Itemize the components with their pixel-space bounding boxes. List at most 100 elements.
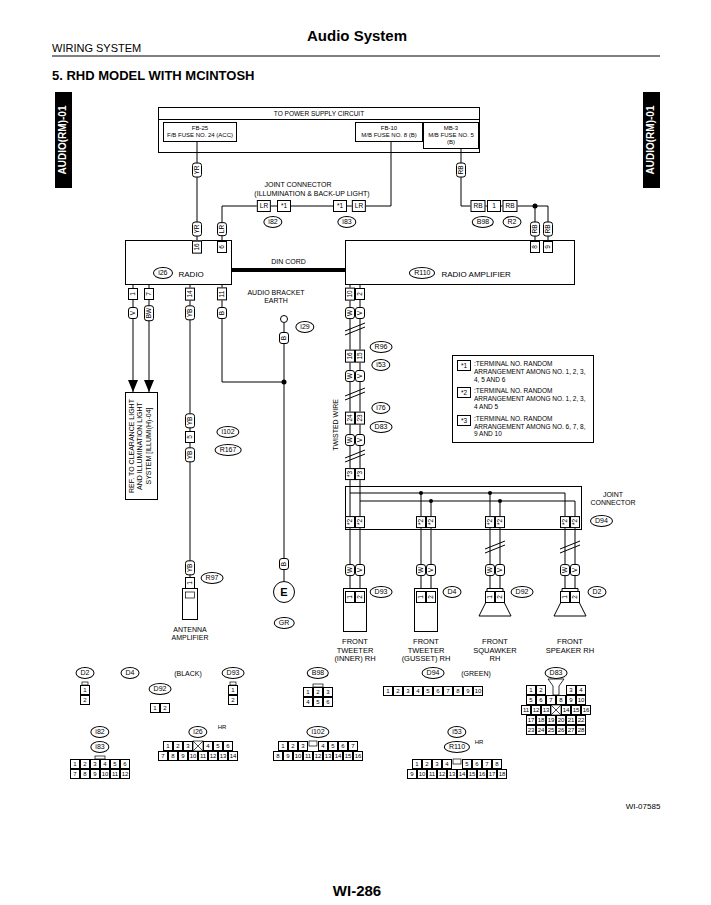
pin-number: 24: [345, 411, 355, 424]
connector-pin: 8: [492, 759, 502, 769]
node-text: ANTENNA AMPLIFIER: [160, 626, 220, 642]
pin-number: 7: [144, 288, 154, 300]
connector-pin: 8: [453, 686, 463, 696]
connector-id: R96: [370, 341, 393, 353]
din-cord: [232, 268, 345, 272]
wire: [490, 530, 491, 588]
pin-number: *3: [355, 468, 365, 480]
connector-pin: 10: [100, 769, 110, 779]
connector-pin: 4: [442, 759, 452, 769]
connector-pin: 2: [288, 741, 298, 751]
connector-pin: 6: [223, 741, 233, 751]
pin-number: *2: [355, 516, 365, 528]
wire-color-code: V: [355, 564, 365, 576]
section-tab: [55, 92, 72, 188]
connector-pin: 13: [218, 751, 228, 761]
node-text: E: [280, 587, 287, 598]
joint-housing: [345, 486, 582, 530]
connector-pin: 8: [556, 695, 566, 705]
pin-number: 11: [217, 288, 227, 301]
wire-color-code: V: [128, 307, 138, 319]
connector-pin: 9: [407, 769, 417, 779]
connector-id: D2: [76, 667, 95, 679]
connector-pin: 11: [521, 705, 531, 715]
connector-pin: 12: [437, 769, 447, 779]
node-text: M/B FUSE NO. 8 (B): [357, 132, 421, 139]
pin-number: 14: [185, 287, 195, 300]
amplifier-unit: R110RADIO AMPLIFIER: [345, 240, 575, 285]
connector-pin: 3: [403, 686, 413, 696]
wire: [535, 206, 548, 240]
connector-pin: 3: [90, 759, 100, 769]
connector-pin: 6: [536, 695, 546, 705]
connector-pin: 7: [546, 695, 556, 705]
node-text: RADIO AMPLIFIER: [441, 270, 510, 280]
pin-number: 1: [416, 591, 426, 603]
speaker-cone: [554, 589, 586, 617]
node-text: FB-10: [357, 125, 421, 132]
connector-pin: 7: [70, 769, 80, 779]
wire: [360, 530, 575, 588]
connector-pin: 2: [80, 695, 90, 705]
connector-pin: 10: [576, 695, 586, 705]
connector-pin: 12: [313, 751, 323, 761]
speaker: FRONT TWEETER (GUSSET) RH: [394, 588, 458, 664]
page-number: WI-286: [333, 883, 381, 898]
joint-connector: JOINT CONNECTORD94: [345, 486, 642, 530]
figure-number: WI-07585: [626, 803, 661, 811]
connector-pin: 9: [90, 769, 100, 779]
pin-number: 5: [185, 431, 195, 443]
connector-id: D94: [422, 667, 445, 679]
speaker-cone: [479, 589, 511, 617]
joint-terminal: *1: [277, 200, 291, 212]
node-text: :TERMINAL NO. RANDOM ARRANGEMENT AMONG N…: [474, 415, 589, 438]
connector-pin: 1: [303, 687, 313, 697]
joint-drop: [350, 493, 575, 530]
text-label: (GREEN): [461, 670, 491, 677]
wire: [222, 285, 284, 581]
pin-number: 6: [217, 241, 227, 253]
connector-pin: 1: [80, 685, 90, 695]
wire-color-code: BW: [144, 305, 154, 321]
pin-number: *2: [560, 516, 570, 528]
node-text: FRONT TWEETER (INNER) RH: [328, 638, 382, 664]
connector-pin: 3: [566, 685, 576, 695]
connector-id: i76: [371, 402, 390, 414]
wire-color-code: RB: [456, 162, 466, 177]
connector-pin: 5: [462, 759, 472, 769]
connector-pin: 22: [576, 715, 586, 725]
node-text: REF. TO CLEARANCE LIGHT AND ILLUMINATION…: [128, 396, 153, 496]
connector-pin: 5: [213, 741, 223, 751]
connector-pin: 3: [298, 741, 308, 751]
connector-pin: 8: [273, 751, 283, 761]
twist-mark: [345, 450, 365, 462]
node-text: :TERMINAL NO. RANDOM ARRANGEMENT AMONG N…: [474, 387, 589, 410]
wire: [461, 149, 535, 240]
splice-dot: [488, 491, 492, 495]
connector-pin: 1: [526, 685, 536, 695]
reference-box: REF. TO CLEARANCE LIGHT AND ILLUMINATION…: [125, 392, 158, 500]
connector-lock: [313, 684, 323, 687]
node-text: i26: [153, 267, 172, 279]
twist-mark: [345, 388, 365, 400]
pin-number: 2: [355, 288, 365, 300]
connector-id: i102: [216, 426, 239, 438]
node-text: FRONT SQUAWKER RH: [468, 638, 522, 664]
splice-dot: [419, 491, 423, 495]
connector-pin: 1: [163, 741, 173, 751]
wire-color-code: YB: [185, 414, 195, 429]
connector-lock: [309, 741, 317, 746]
node-text: JOINT CONNECTOR: [586, 491, 640, 507]
connector-pin: 18: [497, 769, 507, 779]
node-text: RADIO: [179, 270, 204, 280]
connector-id: B98: [307, 667, 329, 679]
blank-cavity-cross: [551, 705, 561, 715]
node-text: TO POWER SUPPLY CIRCUIT: [159, 108, 479, 120]
blank-cavity: [551, 705, 561, 715]
wire-color-code: RB: [530, 221, 540, 236]
connector-pin: 1: [150, 703, 160, 713]
antenna-body: [183, 589, 198, 620]
connector-id: i26: [188, 726, 207, 738]
connector-id: D83: [370, 421, 393, 433]
